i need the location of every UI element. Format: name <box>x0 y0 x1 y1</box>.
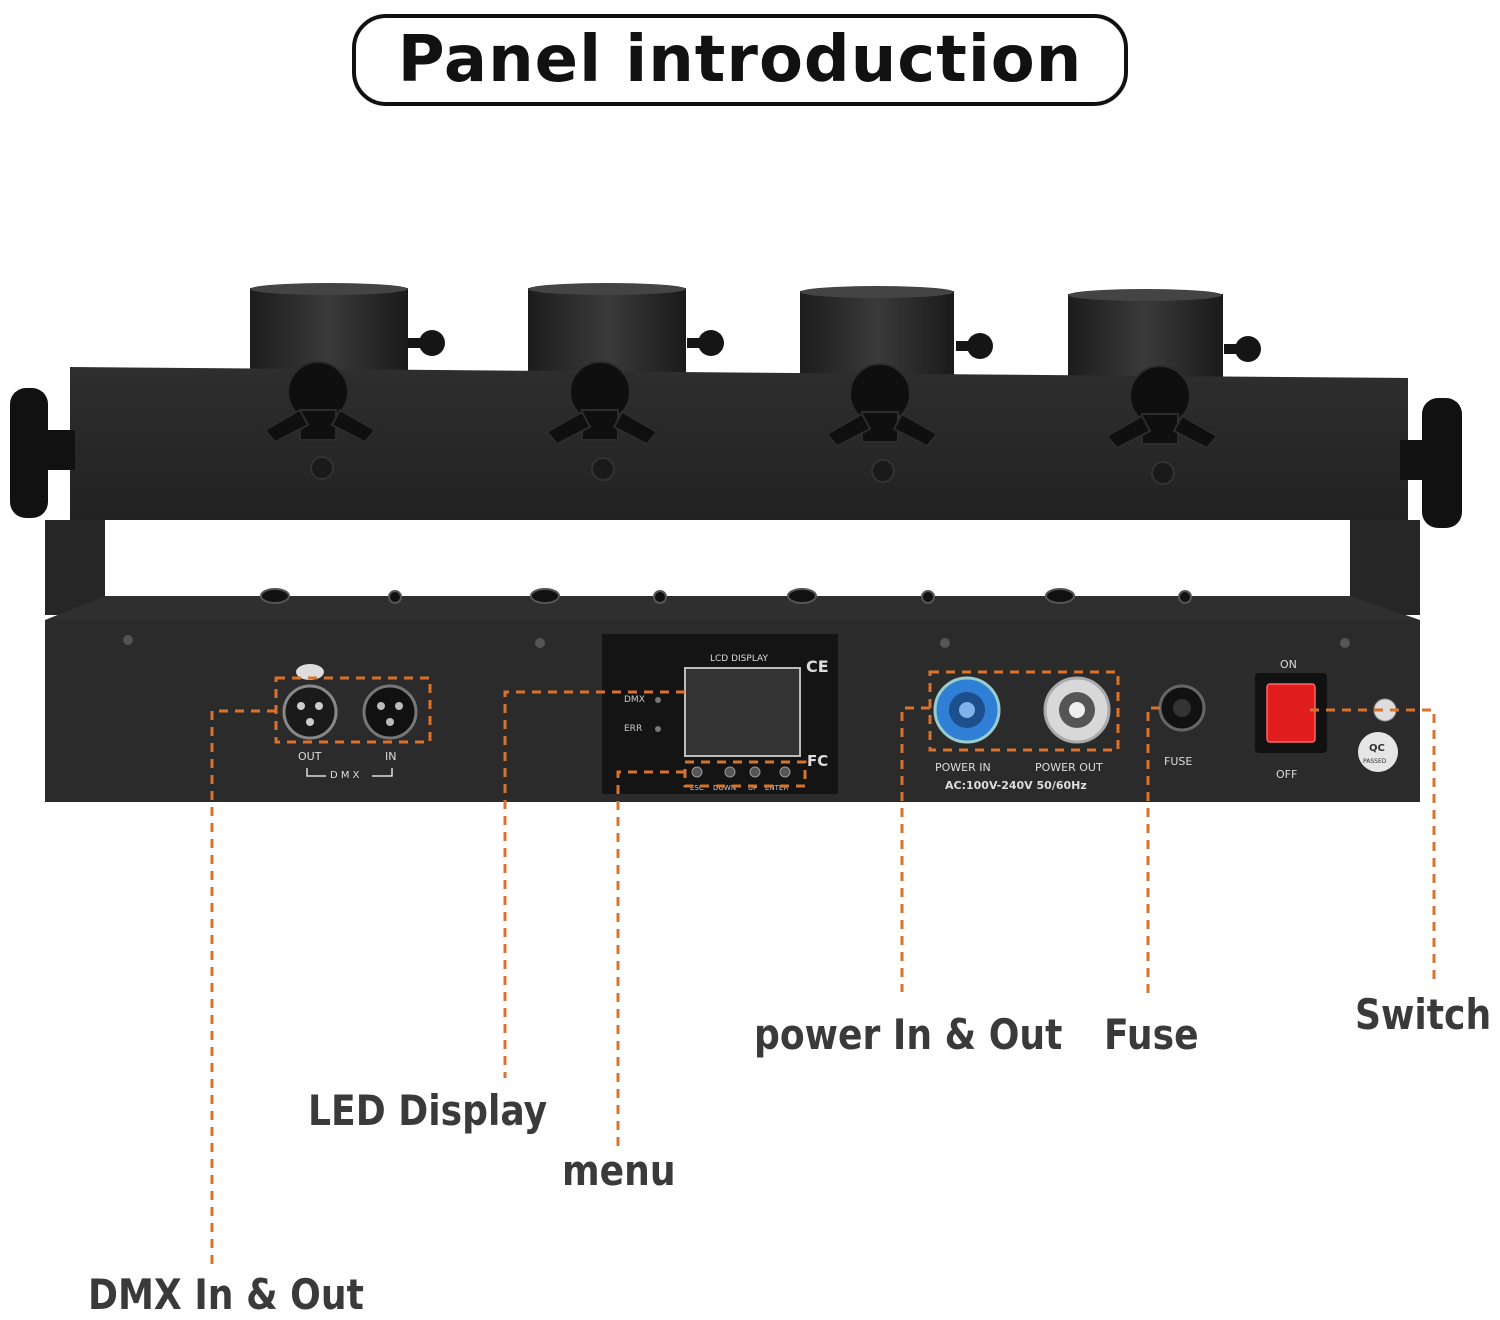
cylinder-3 <box>800 286 954 381</box>
yoke-knobs <box>263 361 1219 450</box>
callout-power: power In & Out <box>754 1010 1063 1059</box>
esc-button[interactable] <box>691 766 703 778</box>
right-yoke-arm <box>1350 520 1420 615</box>
power-in-connector[interactable] <box>933 676 1001 744</box>
down-button[interactable] <box>724 766 736 778</box>
dmx-group-label: D M X <box>330 770 360 781</box>
down-label: DOWN <box>713 784 736 792</box>
menu-highlight-box <box>683 760 807 788</box>
yoke-nuts <box>310 456 1175 485</box>
dmx-in-connector[interactable] <box>362 684 418 740</box>
fc-mark: FC <box>807 752 828 770</box>
cylinder-1 <box>250 283 408 378</box>
power-in-label: POWER IN <box>935 761 991 774</box>
dmx-out-connector[interactable] <box>282 664 338 740</box>
fuse-holder[interactable] <box>1158 684 1206 732</box>
switch-on-label: ON <box>1280 658 1297 671</box>
callout-fuse: Fuse <box>1104 1010 1199 1059</box>
led-err-label: ERR <box>624 724 642 734</box>
right-handle <box>1400 398 1462 528</box>
lcd-title: LCD DISPLAY <box>710 654 768 664</box>
callout-switch: Switch <box>1355 990 1492 1039</box>
up-button[interactable] <box>749 766 761 778</box>
dmx-leader <box>210 709 276 1268</box>
power-out-connector[interactable] <box>1043 676 1111 744</box>
fuse-leader <box>1146 706 1160 1000</box>
power-out-label: POWER OUT <box>1035 761 1103 774</box>
enter-label: ENTER <box>765 784 788 792</box>
enter-button[interactable] <box>779 766 791 778</box>
qc-sub-label: PASSED <box>1363 758 1387 765</box>
switch-off-label: OFF <box>1276 768 1297 781</box>
lcd-screen <box>684 667 801 757</box>
panel-screws <box>123 635 1350 648</box>
esc-label: ESC <box>690 784 704 792</box>
callout-menu: menu <box>562 1146 676 1195</box>
menu-buttons <box>691 766 791 778</box>
qc-label: QC <box>1369 743 1385 754</box>
led-dmx-label: DMX <box>624 695 645 705</box>
base-top-ports <box>260 588 1192 604</box>
left-handle <box>10 388 75 518</box>
left-yoke-arm <box>45 520 105 615</box>
title-box: Panel introduction <box>352 14 1128 106</box>
ce-mark: CE <box>806 657 829 676</box>
base-top <box>45 596 1420 620</box>
leader-lines <box>210 670 1436 1268</box>
dmx-out-label: OUT <box>298 750 322 763</box>
dmx-in-label: IN <box>385 750 396 763</box>
led-leader <box>503 690 685 1078</box>
cylinder-knobs <box>408 330 1261 362</box>
page-title: Panel introduction <box>397 23 1083 97</box>
qc-sticker <box>1358 732 1398 772</box>
fuse-label: FUSE <box>1164 755 1192 768</box>
power-highlight-box <box>928 670 1120 752</box>
callout-led-display: LED Display <box>308 1086 548 1135</box>
up-label: UP <box>748 784 757 792</box>
upper-yoke-bar <box>70 367 1408 520</box>
callout-dmx: DMX In & Out <box>88 1270 364 1319</box>
voltage-label: AC:100V-240V 50/60Hz <box>945 779 1087 792</box>
menu-leader <box>616 770 685 1150</box>
switch-leader <box>1310 708 1436 980</box>
